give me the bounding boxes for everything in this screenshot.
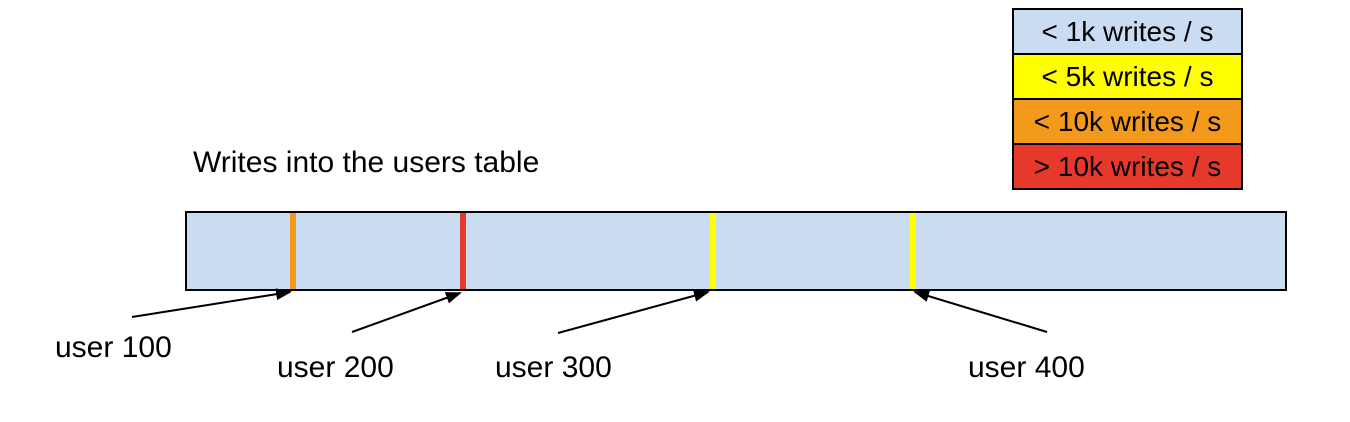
legend-item-0: < 1k writes / s bbox=[1012, 8, 1243, 55]
diagram-title: Writes into the users table bbox=[193, 146, 540, 179]
arrow-0 bbox=[131, 288, 292, 318]
bar-marker-user-400 bbox=[910, 213, 916, 289]
bar-marker-user-300 bbox=[710, 213, 716, 289]
legend-item-2: < 10k writes / s bbox=[1012, 98, 1243, 145]
legend-item-label: < 5k writes / s bbox=[1041, 60, 1214, 92]
label-user-300: user 300 bbox=[495, 351, 612, 384]
arrow-2 bbox=[557, 289, 710, 334]
legend-item-label: < 10k writes / s bbox=[1033, 105, 1222, 137]
legend: < 1k writes / s < 5k writes / s < 10k writ… bbox=[1012, 8, 1243, 190]
arrow-1 bbox=[351, 292, 462, 333]
label-user-400: user 400 bbox=[968, 351, 1085, 384]
label-user-100: user 100 bbox=[55, 331, 172, 364]
legend-item-3: > 10k writes / s bbox=[1012, 143, 1243, 190]
legend-item-1: < 5k writes / s bbox=[1012, 53, 1243, 100]
bar-marker-user-200 bbox=[460, 213, 466, 289]
legend-item-label: < 1k writes / s bbox=[1041, 15, 1214, 47]
label-user-200: user 200 bbox=[277, 351, 394, 384]
users-table-bar bbox=[185, 211, 1287, 291]
arrow-3 bbox=[913, 290, 1048, 333]
bar-marker-user-100 bbox=[290, 213, 296, 289]
legend-item-label: > 10k writes / s bbox=[1033, 150, 1222, 182]
